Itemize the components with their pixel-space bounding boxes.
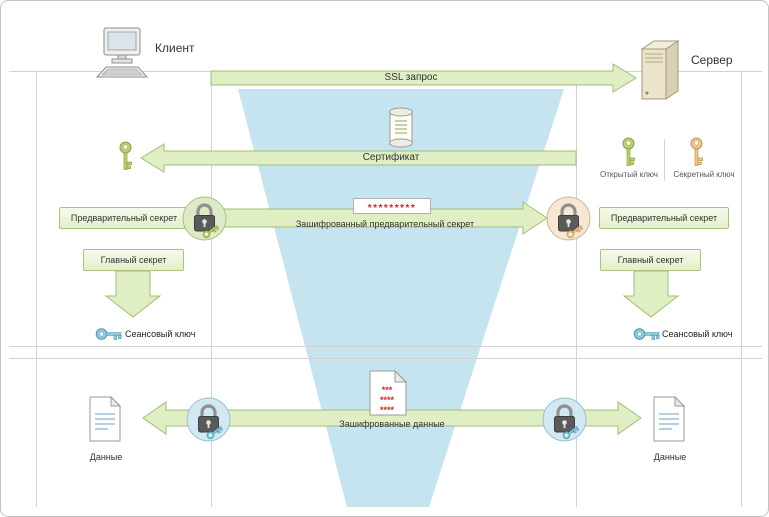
ssl-request-label: SSL запрос xyxy=(384,72,438,83)
encrypted-premaster-arrow xyxy=(222,201,548,235)
secret-key-icon xyxy=(690,137,703,166)
lock-premaster-client-icon xyxy=(182,196,227,241)
data-label-left: Данные xyxy=(89,452,123,462)
client-label: Клиент xyxy=(155,41,195,55)
master-secret-box-server: Главный секрет xyxy=(600,249,701,271)
certificate-label: Сертификат xyxy=(362,152,420,163)
grid-line xyxy=(741,71,742,507)
master-secret-box-client: Главный секрет xyxy=(83,249,184,271)
encrypted-premaster-label: Зашифрованный предварительный секрет xyxy=(295,219,475,229)
certificate-scroll-icon xyxy=(389,107,413,148)
public-key-label: Открытый ключ xyxy=(600,170,658,179)
funnel-shape xyxy=(238,89,564,507)
encrypted-data-label: Зашифрованные данные xyxy=(339,419,445,429)
client-computer-icon xyxy=(95,27,149,78)
public-key-icon xyxy=(622,137,635,166)
session-key-icon-left xyxy=(95,328,122,340)
grid-line xyxy=(211,71,212,507)
data-document-icon-right xyxy=(653,395,686,442)
cipher-document-icon: *** **** **** xyxy=(369,369,408,416)
grid-line xyxy=(36,71,37,507)
data-document-icon-left xyxy=(89,395,122,442)
master-secret-down-arrow-right xyxy=(622,270,680,318)
secret-key-label: Секретный ключ xyxy=(673,170,735,179)
grid-line xyxy=(576,71,577,507)
premaster-secret-box-client: Предварительный секрет xyxy=(59,207,189,229)
server-icon xyxy=(640,40,680,100)
grid-line xyxy=(9,358,762,359)
grid-line xyxy=(9,346,762,347)
session-key-icon-right xyxy=(633,328,660,340)
ssl-request-arrow xyxy=(210,63,637,93)
certificate-arrow xyxy=(140,143,577,173)
premaster-secret-box-server: Предварительный секрет xyxy=(599,207,729,229)
master-secret-down-arrow-left xyxy=(104,270,162,318)
cipher-line-1: *** xyxy=(382,385,393,395)
session-key-label-left: Сеансовый ключ xyxy=(125,329,196,339)
cipher-line-3: **** xyxy=(380,405,395,415)
lock-data-client-icon xyxy=(186,397,231,442)
encrypted-premaster-cipher-box: ********* xyxy=(353,198,431,214)
data-label-right: Данные xyxy=(653,452,687,462)
lock-data-server-icon xyxy=(542,397,587,442)
key-divider-line xyxy=(664,139,665,181)
cipher-line-2: **** xyxy=(380,395,395,405)
public-key-icon-client xyxy=(119,141,132,170)
encrypted-data-arrow xyxy=(142,401,642,435)
lock-premaster-server-icon xyxy=(546,196,591,241)
session-key-label-right: Сеансовый ключ xyxy=(662,329,733,339)
server-label: Сервер xyxy=(691,53,733,67)
